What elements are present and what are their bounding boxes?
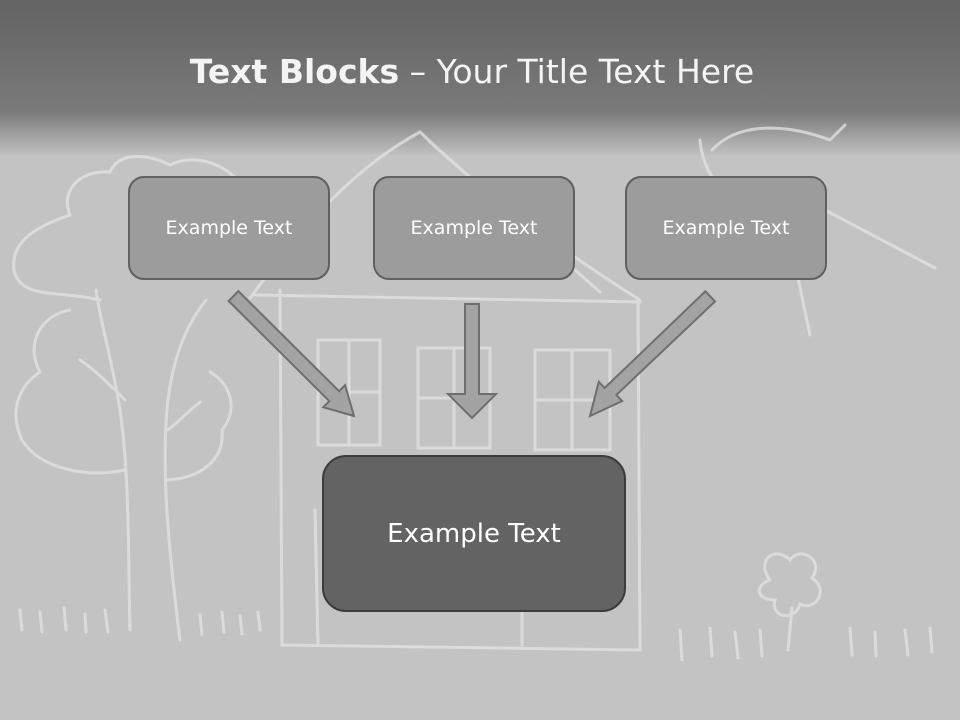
text-block-2: Example Text bbox=[373, 176, 575, 280]
text-block-3: Example Text bbox=[625, 176, 827, 280]
text-block-1: Example Text bbox=[128, 176, 330, 280]
arrow-right bbox=[588, 289, 717, 418]
title-rest-part: – Your Title Text Here bbox=[399, 52, 755, 91]
main-text-block: Example Text bbox=[322, 455, 626, 612]
arrow-left bbox=[227, 289, 356, 418]
title-bold-part: Text Blocks bbox=[189, 52, 400, 91]
slide-title: Text Blocks – Your Title Text Here bbox=[0, 52, 944, 91]
arrow-center bbox=[445, 303, 499, 420]
